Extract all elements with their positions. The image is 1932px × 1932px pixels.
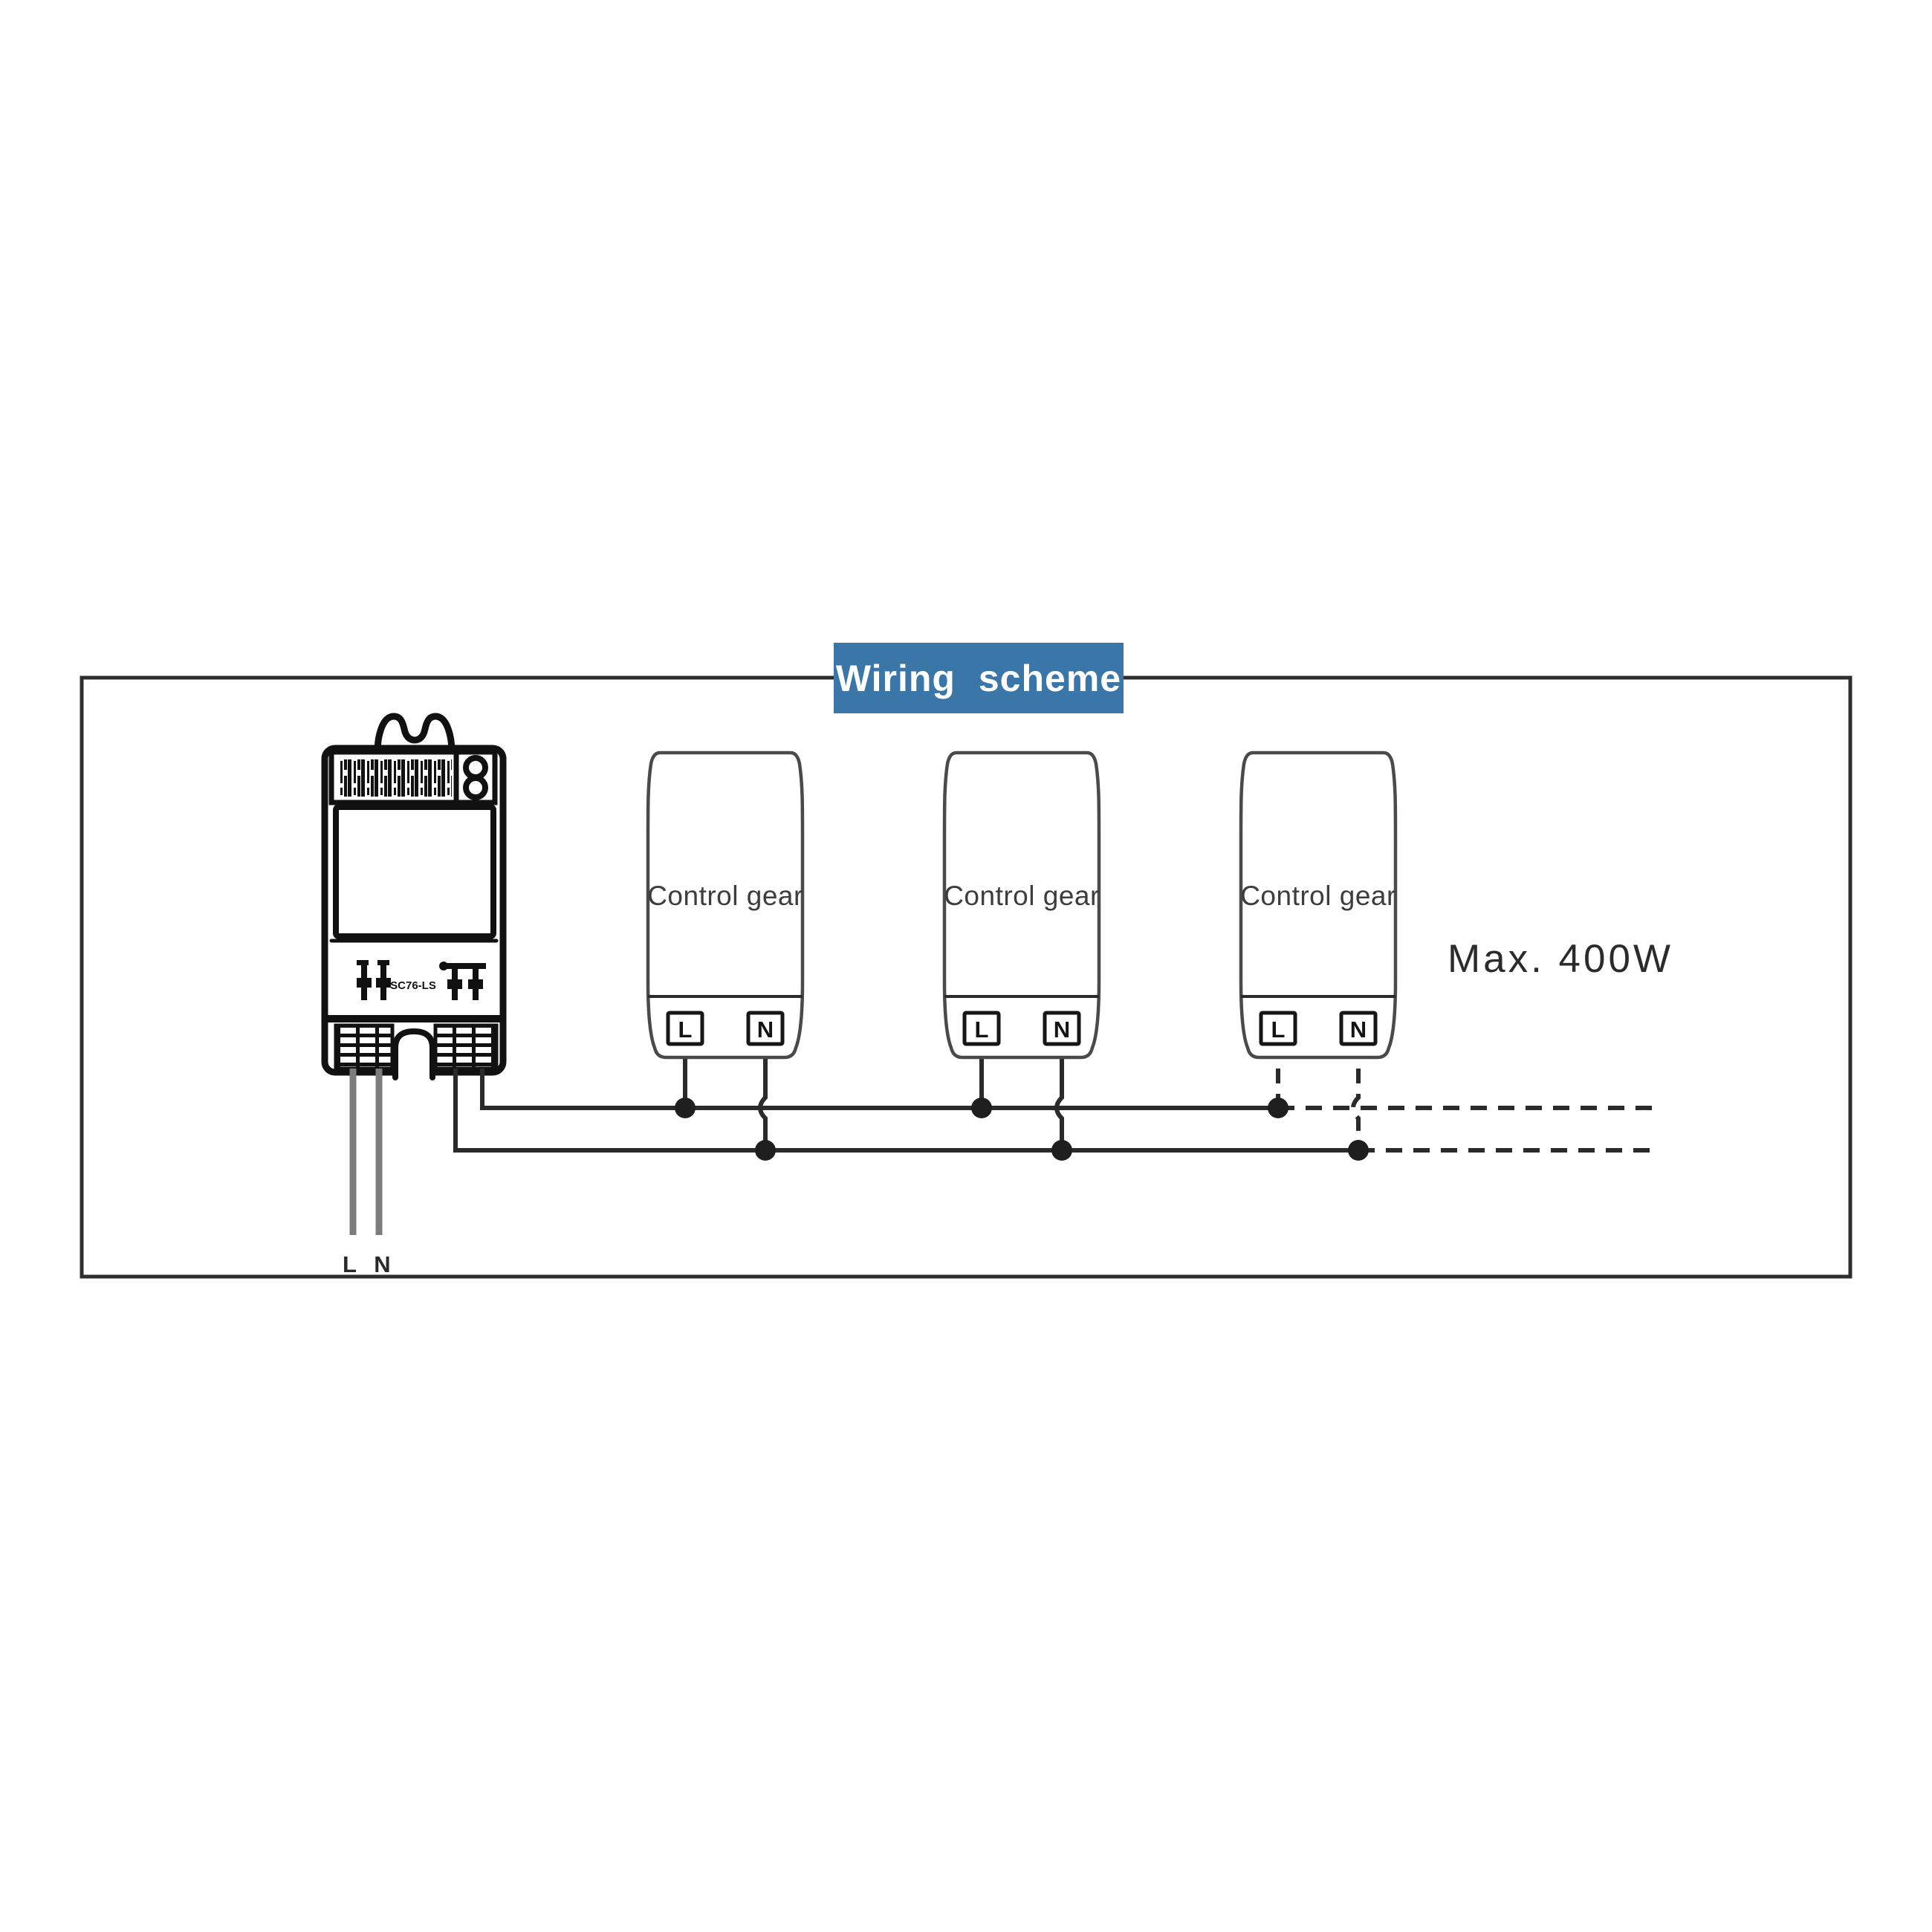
sensor-device: SC76-LS: [321, 713, 507, 1080]
control-gear-2-wire-n: [1054, 1043, 1064, 1150]
junction-dot: [755, 1140, 776, 1161]
terminal-l-box: [1259, 1011, 1297, 1046]
sensor-cable-notch: [392, 1028, 435, 1080]
sensor-output-terminal-icon: [439, 962, 486, 1000]
junction-dot: [675, 1098, 696, 1118]
junction-dot: [971, 1098, 992, 1118]
terminal-n-box: [1339, 1011, 1378, 1046]
terminal-l-label: L: [975, 1017, 989, 1043]
mains-label-live: L: [343, 1251, 357, 1277]
control-gear-label: Control gear: [944, 881, 1100, 911]
terminal-n-box: [746, 1011, 785, 1046]
terminal-l-box: [666, 1011, 704, 1046]
junction-dot: [1348, 1140, 1369, 1161]
junction-dots: [675, 1098, 1369, 1161]
terminal-n-label: N: [1054, 1017, 1070, 1043]
sensor-input-terminal-icon: [357, 960, 391, 1000]
control-gear-3: Control gear L N: [1240, 753, 1396, 1150]
terminal-n-label: N: [1350, 1017, 1367, 1043]
junction-dot: [1051, 1140, 1072, 1161]
control-gear-1: Control gear L N: [647, 753, 803, 1150]
live-bus-wire: [480, 1069, 1278, 1110]
sensor-terminal-block-right: [433, 1023, 499, 1071]
figure-eight-icon: [463, 755, 488, 800]
sensor-terminal-block-left: [334, 1023, 395, 1071]
sensor-window: [333, 804, 496, 939]
sensor-bottom-bar: [328, 1015, 500, 1022]
title-box: [834, 643, 1124, 713]
terminal-l-label: L: [1271, 1017, 1286, 1043]
sensor-vent-pattern-icon: [340, 759, 452, 797]
sensor-model-label: SC76-LS: [390, 979, 436, 992]
junction-dot: [1268, 1098, 1288, 1118]
mains-label-neutral: N: [374, 1251, 391, 1277]
terminal-l-box: [962, 1011, 1001, 1046]
mains-input: L N: [343, 1069, 391, 1277]
title-banner: Wiring scheme: [834, 643, 1124, 713]
terminal-l-label: L: [678, 1017, 693, 1043]
control-gear-label: Control gear: [1240, 881, 1396, 911]
control-gear-3-wire-n: [1351, 1043, 1361, 1150]
control-gear-1-wire-n: [758, 1043, 768, 1150]
title-label: Wiring scheme: [836, 658, 1121, 699]
sensor-mounting-clip: [374, 713, 456, 756]
control-gear-label: Control gear: [647, 881, 803, 911]
max-load-label: Max. 400W: [1448, 937, 1673, 981]
terminal-n-box: [1043, 1011, 1081, 1046]
terminal-n-label: N: [757, 1017, 774, 1043]
control-gear-2: Control gear L N: [944, 753, 1100, 1150]
